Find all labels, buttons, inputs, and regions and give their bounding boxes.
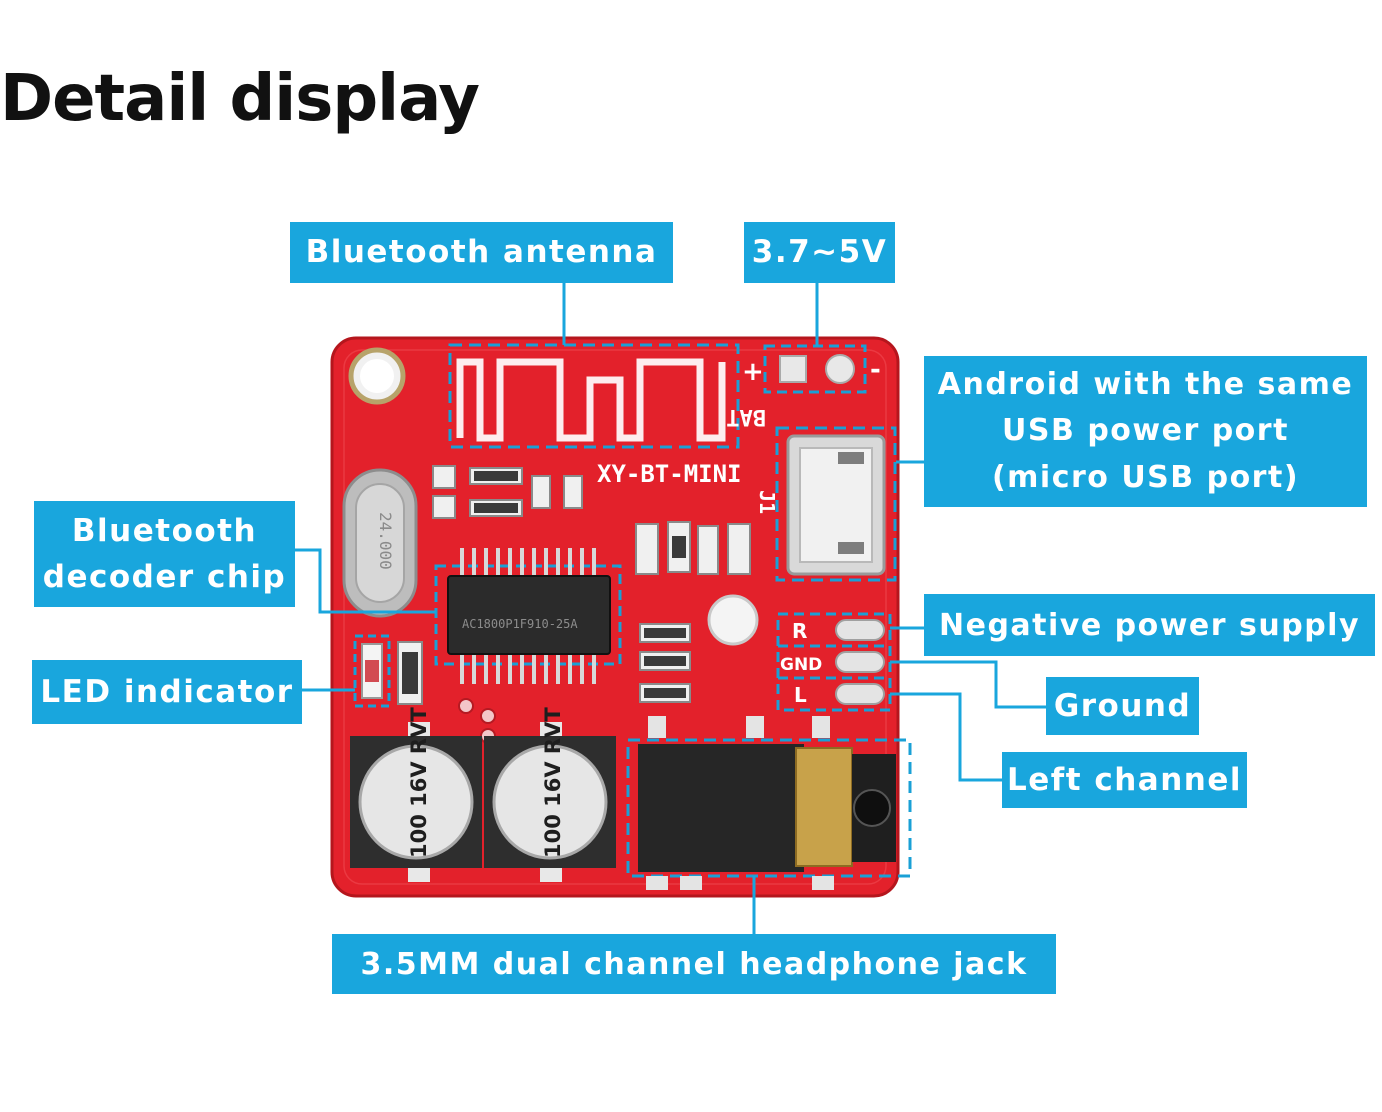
smd-dark-caps: [402, 471, 686, 698]
silk-r: R: [792, 619, 807, 643]
label-decoder-chip: Bluetooth decoder chip: [34, 501, 295, 607]
crystal-oscillator: [342, 468, 418, 618]
mounting-hole-top: [348, 347, 406, 405]
label-led-indicator: LED indicator: [32, 660, 302, 724]
silk-l: L: [794, 683, 807, 707]
headphone-jack: [626, 716, 912, 890]
led-component: [353, 634, 391, 708]
crystal-label: 24.000: [376, 512, 395, 570]
label-negative-power: Negative power supply: [924, 594, 1375, 656]
page-title: Detail display: [0, 62, 480, 136]
silk-j1: J1: [755, 490, 779, 514]
capacitor-right: [484, 722, 616, 882]
label-voltage: 3.7~5V: [744, 222, 895, 283]
capacitor-right-label: 100 16V RVT: [541, 707, 565, 858]
capacitor-left: [350, 722, 482, 882]
label-usb-port: Android with the same USB power port (mi…: [924, 356, 1367, 507]
label-ground: Ground: [1046, 677, 1199, 735]
chip-marking: AC1800P1F910-25A: [462, 617, 578, 631]
label-left-channel: Left channel: [1002, 752, 1247, 808]
silk-plus: +: [742, 357, 764, 387]
label-headphone-jack: 3.5MM dual channel headphone jack: [332, 934, 1056, 994]
mounting-hole-middle: [707, 594, 759, 646]
label-bluetooth-antenna: Bluetooth antenna: [290, 222, 673, 283]
leader-lines: [295, 283, 1046, 934]
capacitor-left-label: 100 16V RVT: [407, 707, 431, 858]
silk-bat: BAT: [726, 404, 766, 429]
micro-usb-port: [775, 426, 897, 582]
antenna-trace: [448, 343, 740, 449]
silk-gnd: GND: [780, 655, 822, 675]
battery-pads: [763, 344, 867, 394]
silk-model: XY-BT-MINI: [597, 460, 742, 488]
decoder-chip: [434, 548, 622, 684]
audio-output-pads: [776, 612, 892, 712]
silk-minus: -: [870, 355, 881, 385]
